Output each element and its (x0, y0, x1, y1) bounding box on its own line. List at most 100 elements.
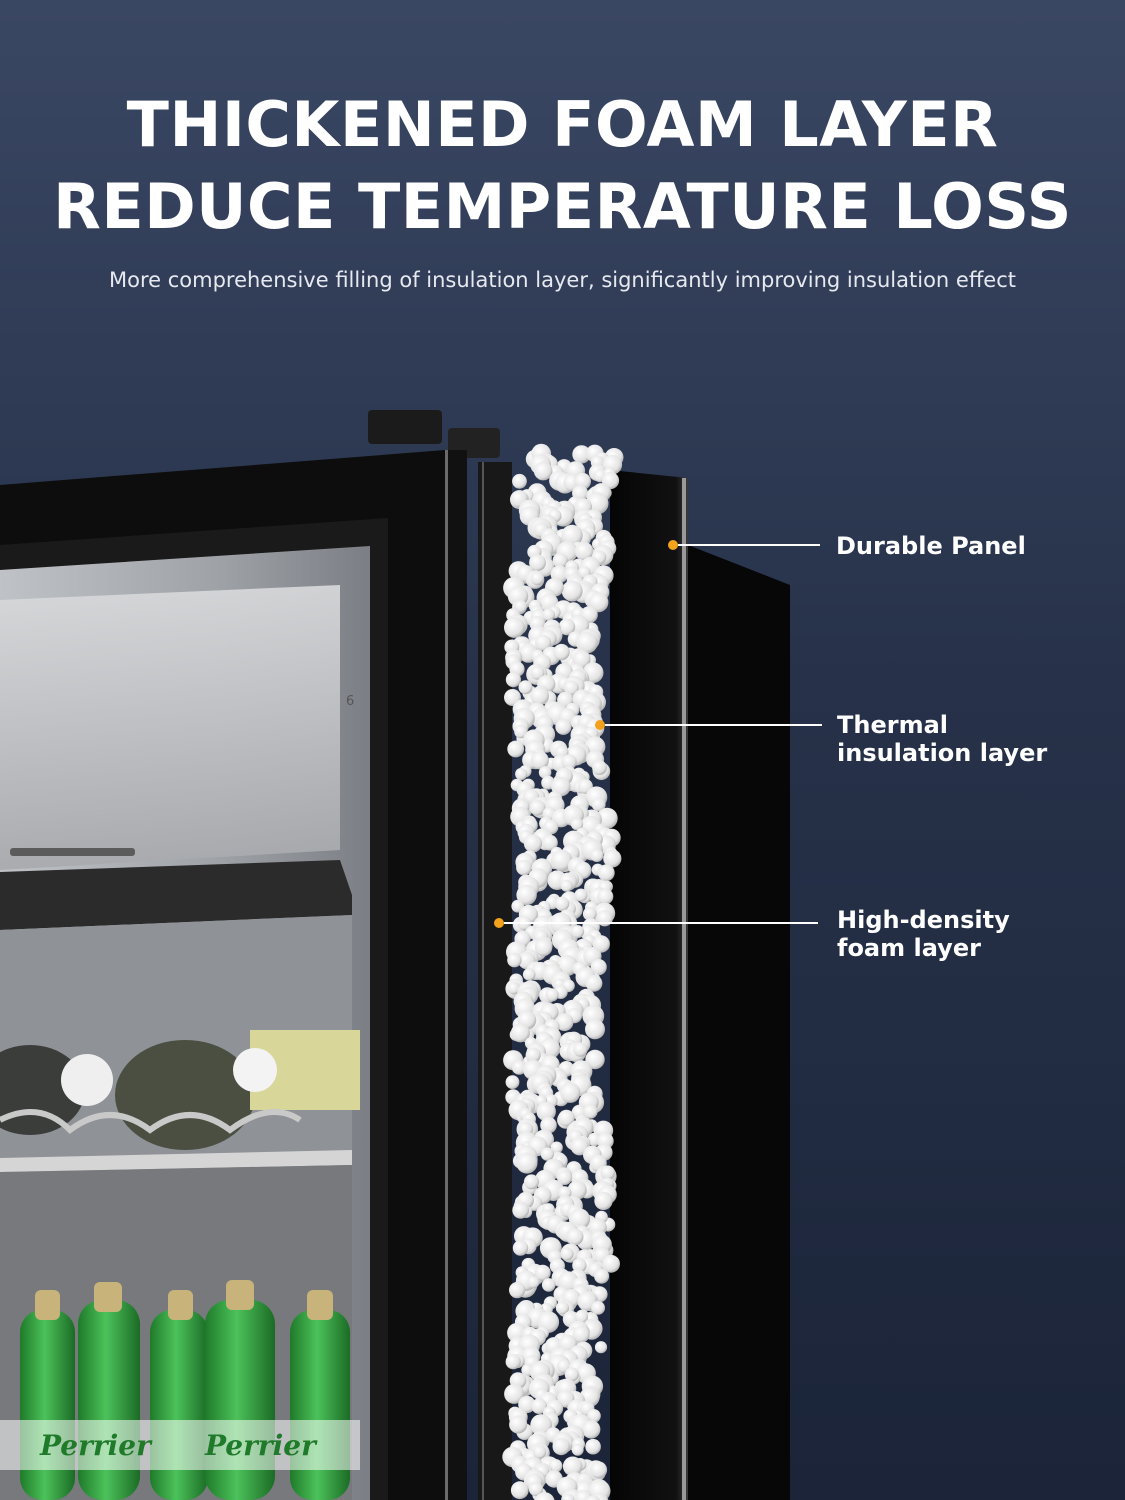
bottle-cap-2 (233, 1048, 277, 1092)
callout-thermal-line1: Thermal (837, 711, 948, 739)
headline-line-1: THICKENED FOAM LAYER (126, 88, 999, 161)
foam-granule (563, 680, 579, 696)
foam-granule (553, 643, 570, 661)
foam-granule (505, 1075, 520, 1089)
foam-granule (594, 1341, 608, 1354)
foam-granule (530, 686, 549, 706)
foam-granule (515, 767, 528, 781)
callout-dot-foam-layer (494, 918, 504, 928)
foam-granule (528, 1482, 544, 1497)
subtitle: More comprehensive filling of insulation… (108, 268, 1017, 292)
foam-granule (531, 1398, 548, 1415)
foam-granule (514, 724, 528, 739)
foam-granule (603, 849, 622, 868)
foam-granule (587, 1409, 601, 1423)
foam-granule (591, 1301, 605, 1315)
durable-panel (610, 470, 688, 1500)
foam-granule (507, 740, 525, 758)
shelf-1-edge (10, 848, 135, 856)
foam-granule (554, 896, 570, 911)
foam-granule (562, 1493, 575, 1500)
foam-granule (562, 1456, 583, 1477)
callout-high-density-foam: High-density foam layer (837, 906, 1010, 962)
panel-edge (682, 478, 686, 1500)
foam-granule (508, 1282, 526, 1299)
foam-granule (542, 608, 555, 621)
foam-granule (540, 1147, 555, 1161)
bottle-brand-label: Perrier (39, 1429, 153, 1462)
callout-durable-panel-line1: Durable Panel (836, 532, 1026, 560)
callout-line-foam-layer (504, 922, 818, 924)
foam-granule (507, 952, 522, 968)
foam-granule (571, 925, 585, 939)
foam-granule (529, 554, 546, 572)
foam-granule (552, 1437, 570, 1456)
foam-granule (574, 888, 588, 902)
side-panel (688, 545, 790, 1500)
foam-granule (545, 988, 559, 1002)
foam-granule (566, 1228, 584, 1246)
foam-granule (590, 849, 604, 862)
foam-granule (516, 859, 532, 876)
foam-granule (570, 818, 584, 831)
foam-granule (561, 524, 583, 547)
callout-line-thermal-layer (605, 724, 822, 726)
foam-granule (594, 1268, 610, 1284)
foam-granule (552, 552, 568, 569)
foam-granule (523, 834, 543, 853)
foam-granule (536, 1101, 556, 1122)
foam-granule (525, 1047, 541, 1063)
foam-granule (586, 492, 609, 515)
foam-granule (534, 1492, 555, 1500)
foam-granule (585, 1438, 601, 1455)
interior-upper (0, 585, 340, 870)
foam-granule (592, 760, 607, 775)
foam-granule (512, 1201, 530, 1219)
callout-dot-thermal-layer (595, 720, 605, 730)
foam-granule (550, 1141, 563, 1154)
foam-granule (540, 1116, 557, 1134)
foam-granule (534, 1264, 551, 1281)
foam-granule (600, 1165, 615, 1181)
foam-granule (511, 1060, 527, 1075)
green-bottles (0, 1280, 360, 1500)
foam-granule (561, 580, 583, 602)
foam-granule (505, 1354, 521, 1370)
foam-granule (558, 618, 576, 636)
foam-granule (585, 1049, 605, 1070)
foam-granule (590, 1461, 608, 1479)
thermostat-mark: 6 (346, 694, 354, 709)
foam-granule (538, 766, 552, 779)
foam-granule (533, 1445, 547, 1459)
door-edge (445, 450, 467, 1500)
foam-granule (574, 1310, 589, 1324)
foam-granule (535, 634, 552, 651)
callout-durable-panel: Durable Panel (836, 532, 1026, 560)
callout-thermal-line2: insulation layer (837, 739, 1048, 767)
foam-granule (530, 1414, 553, 1436)
foam-granule (572, 1325, 590, 1343)
foam-granule (567, 1180, 587, 1200)
foam-granule (590, 959, 607, 976)
foam-granule (560, 1082, 581, 1103)
foam-granule (582, 1420, 601, 1439)
foam-granule (516, 884, 537, 906)
foam-granule (512, 1240, 529, 1256)
foam-granule (510, 1481, 529, 1500)
foam-granule (560, 879, 573, 892)
door-edge-highlight (445, 450, 448, 1500)
foam-granule (572, 445, 591, 464)
foam-granule (527, 1276, 540, 1289)
foam-granule (572, 1258, 587, 1273)
foam-granule (596, 807, 618, 829)
foam-granule (574, 541, 594, 561)
foam-granule (529, 799, 546, 816)
foam-granule (534, 938, 553, 957)
callout-foam-line1: High-density (837, 906, 1010, 934)
foam-granule (585, 1019, 605, 1040)
foam-granule (585, 974, 603, 992)
foam-granule (594, 1191, 613, 1211)
foam-granule (588, 592, 609, 613)
foam-granule (507, 982, 520, 995)
